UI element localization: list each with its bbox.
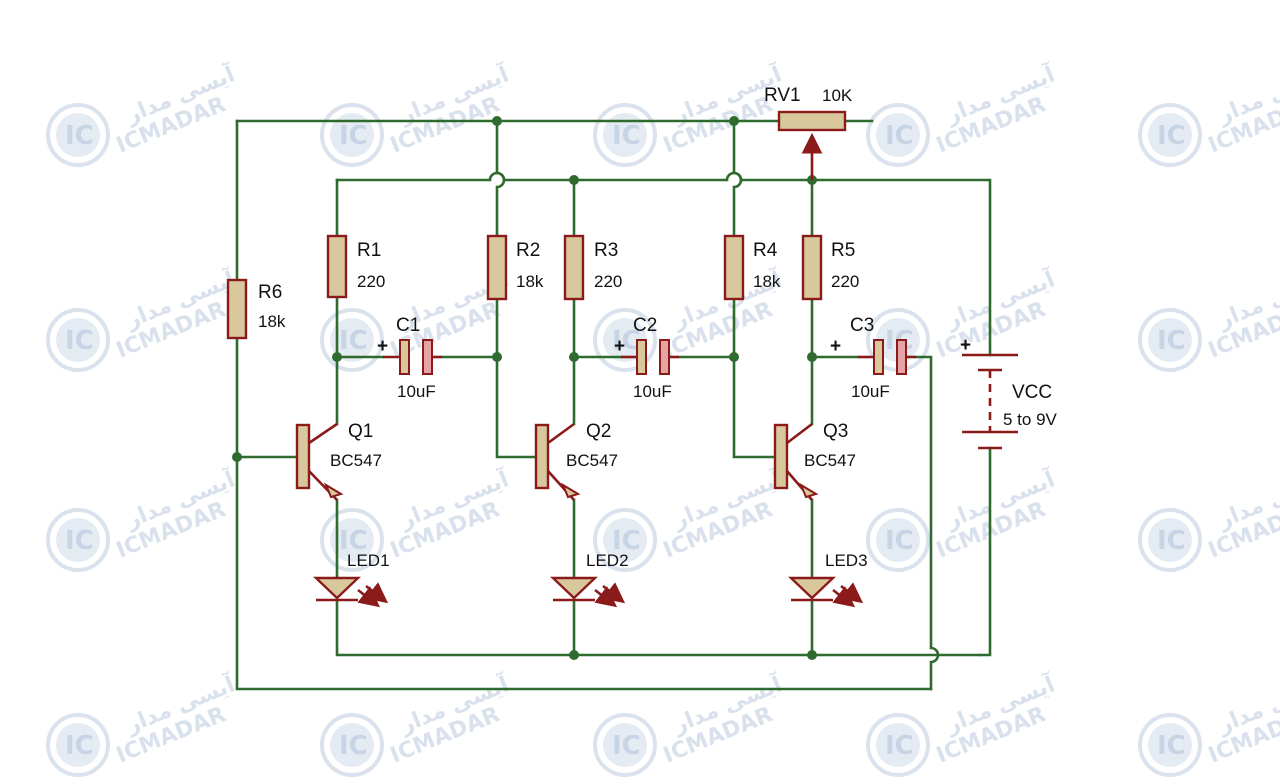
vcc-value: 5 to 9V xyxy=(1003,410,1058,429)
q1-value: BC547 xyxy=(330,451,382,470)
resistor-r5: R5 220 xyxy=(801,234,859,301)
capacitor-c1: + C1 10uF xyxy=(377,315,442,401)
svg-text:IC: IC xyxy=(612,121,641,151)
c2-name: C2 xyxy=(633,315,657,336)
q2-name: Q2 xyxy=(586,421,611,442)
capacitor-c3: + C3 10uF xyxy=(830,315,916,401)
c3-name: C3 xyxy=(850,315,874,336)
svg-text:IC: IC xyxy=(339,326,368,356)
svg-text:IC: IC xyxy=(339,121,368,151)
svg-text:IC: IC xyxy=(65,731,94,761)
c3-value: 10uF xyxy=(851,382,890,401)
r4-name: R4 xyxy=(753,240,778,261)
led-2: LED2 xyxy=(550,551,629,608)
transistor-q3: Q3 BC547 xyxy=(773,421,856,501)
r3-name: R3 xyxy=(594,240,618,261)
r6-name: R6 xyxy=(258,282,282,303)
resistor-r4: R4 18k xyxy=(723,234,781,301)
r2-name: R2 xyxy=(516,240,540,261)
r6-value: 18k xyxy=(258,312,286,331)
led3-name: LED3 xyxy=(825,551,868,570)
rv1-value: 10K xyxy=(822,86,853,105)
potentiometer-rv1: RV1 10K xyxy=(764,85,853,180)
svg-text:IC: IC xyxy=(1157,326,1186,356)
svg-text:IC: IC xyxy=(1157,731,1186,761)
c1-plus: + xyxy=(377,336,388,357)
q1-name: Q1 xyxy=(348,421,373,442)
transistor-q2: Q2 BC547 xyxy=(534,421,618,501)
wires xyxy=(232,116,992,691)
led1-name: LED1 xyxy=(347,551,390,570)
svg-text:IC: IC xyxy=(1157,526,1186,556)
svg-text:IC: IC xyxy=(885,526,914,556)
r5-name: R5 xyxy=(831,240,855,261)
svg-text:IC: IC xyxy=(65,526,94,556)
c3-plus: + xyxy=(830,336,841,357)
led-3: LED3 xyxy=(788,551,868,608)
resistor-r1: R1 220 xyxy=(326,234,385,299)
c2-value: 10uF xyxy=(633,382,672,401)
svg-text:IC: IC xyxy=(339,731,368,761)
vcc-name: VCC xyxy=(1012,382,1052,403)
r1-name: R1 xyxy=(357,240,381,261)
transistor-q1: Q1 BC547 xyxy=(295,421,382,501)
led2-name: LED2 xyxy=(586,551,629,570)
svg-text:IC: IC xyxy=(339,526,368,556)
r3-value: 220 xyxy=(594,272,622,291)
resistor-r3: R3 220 xyxy=(563,234,622,301)
q3-name: Q3 xyxy=(823,421,848,442)
svg-text:IC: IC xyxy=(885,731,914,761)
svg-text:IC: IC xyxy=(612,326,641,356)
r5-value: 220 xyxy=(831,272,859,291)
svg-text:IC: IC xyxy=(65,121,94,151)
capacitor-c2: + C2 10uF xyxy=(614,315,679,401)
r4-value: 18k xyxy=(753,272,781,291)
svg-text:IC: IC xyxy=(1157,121,1186,151)
resistor-r6: R6 18k xyxy=(226,278,286,340)
r2-value: 18k xyxy=(516,272,544,291)
led-1: LED1 xyxy=(313,551,390,608)
r1-value: 220 xyxy=(357,272,385,291)
vcc-plus: + xyxy=(960,335,971,356)
c1-value: 10uF xyxy=(397,382,436,401)
rv1-name: RV1 xyxy=(764,85,801,106)
q3-value: BC547 xyxy=(804,451,856,470)
resistor-r2: R2 18k xyxy=(486,234,544,301)
battery-vcc: + VCC 5 to 9V xyxy=(960,335,1058,450)
c1-name: C1 xyxy=(396,315,420,336)
svg-text:IC: IC xyxy=(885,121,914,151)
svg-text:IC: IC xyxy=(612,526,641,556)
q2-value: BC547 xyxy=(566,451,618,470)
svg-text:IC: IC xyxy=(612,731,641,761)
svg-text:IC: IC xyxy=(65,326,94,356)
c2-plus: + xyxy=(614,336,625,357)
